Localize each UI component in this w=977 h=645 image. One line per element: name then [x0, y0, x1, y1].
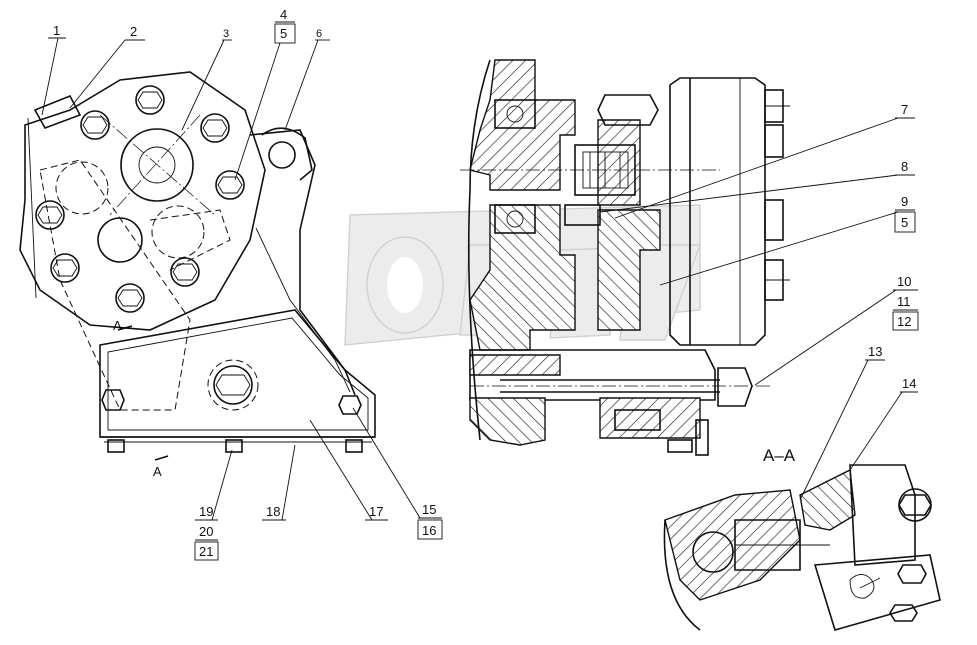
callout-19: 19	[199, 504, 213, 519]
callout-17: 17	[369, 504, 383, 519]
bracket-upright	[249, 129, 356, 396]
pump-housing	[669, 77, 766, 346]
right-section-view	[460, 59, 790, 456]
left-view: A A	[19, 71, 376, 479]
callout-leaders	[41, 21, 919, 561]
callout-10: 10	[897, 274, 911, 289]
section-mark-bottom: A	[153, 464, 162, 479]
callout-1: 1	[53, 23, 60, 38]
callout-13: 13	[868, 344, 882, 359]
callout-6: 6	[316, 28, 322, 40]
callout-21: 21	[199, 544, 213, 559]
callout-20: 20	[199, 524, 213, 539]
callout-18: 18	[266, 504, 280, 519]
callout-14: 14	[902, 376, 916, 391]
section-title: A–A	[763, 446, 796, 465]
callout-8: 8	[901, 159, 908, 174]
callout-12: 12	[897, 314, 911, 329]
section-mark-top: A	[113, 318, 122, 333]
callout-3: 3	[223, 28, 229, 40]
callout-2: 2	[130, 24, 137, 39]
callout-9: 9	[901, 194, 908, 209]
callout-labels: 1 2 3 4 5 6 7 8 9 5 10 11 12 13 14 15 16…	[53, 7, 916, 559]
callout-15: 15	[422, 502, 436, 517]
section-a-a-view: A–A	[663, 446, 941, 631]
callout-7: 7	[901, 102, 908, 117]
pump-flange	[19, 71, 266, 331]
callout-11: 11	[897, 294, 911, 309]
callout-16: 16	[422, 523, 436, 538]
fitting	[33, 94, 82, 129]
callout-5-top: 5	[280, 26, 287, 41]
callout-5-right: 5	[901, 215, 908, 230]
callout-4: 4	[280, 7, 287, 22]
